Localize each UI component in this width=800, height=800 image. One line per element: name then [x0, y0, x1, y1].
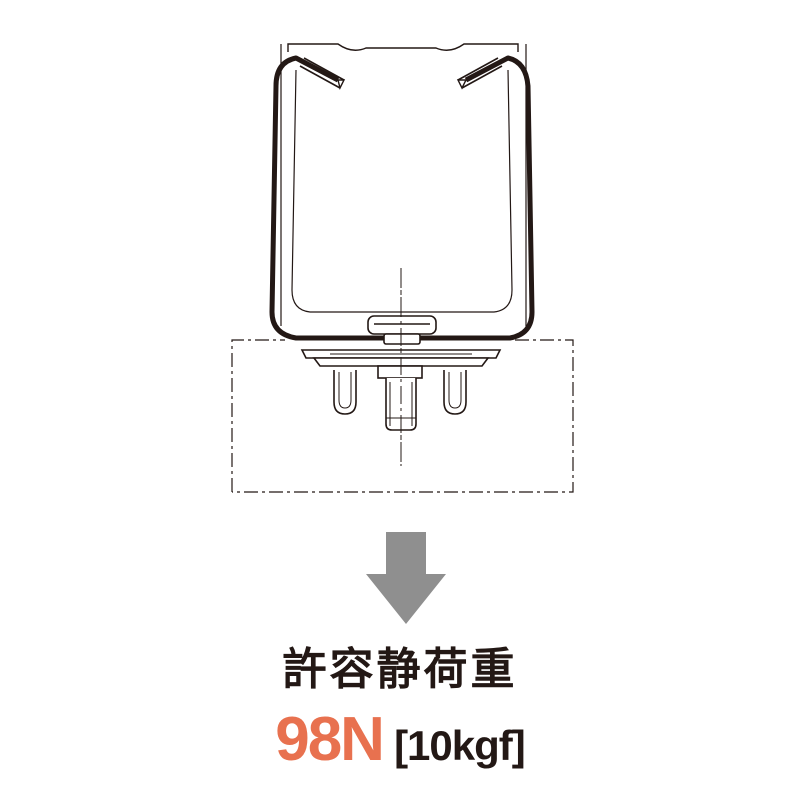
stud-right — [443, 370, 467, 415]
bolt-head — [367, 315, 437, 345]
channel-body — [269, 55, 535, 341]
channel-lip-right — [457, 57, 503, 89]
load-alt-value: [10kgf] — [394, 722, 526, 769]
channel-outer-outline — [287, 43, 519, 52]
down-arrow-icon — [366, 532, 446, 624]
channel-inner-outline — [291, 69, 513, 313]
stud-right-inner — [448, 372, 462, 409]
channel-lip-left — [299, 57, 345, 89]
load-value: 98N — [275, 705, 385, 774]
channel-lip-end-left — [337, 79, 346, 91]
channel-lip-end-right — [456, 79, 468, 90]
base-plate — [300, 349, 502, 367]
bolt-shank — [377, 365, 423, 431]
stud-left — [333, 370, 357, 415]
mounting-surface-outline — [231, 339, 574, 493]
load-value-row: 98N [10kgf] — [0, 700, 800, 795]
stud-left-inner — [338, 372, 352, 409]
load-title: 許容静荷重 — [282, 644, 518, 695]
